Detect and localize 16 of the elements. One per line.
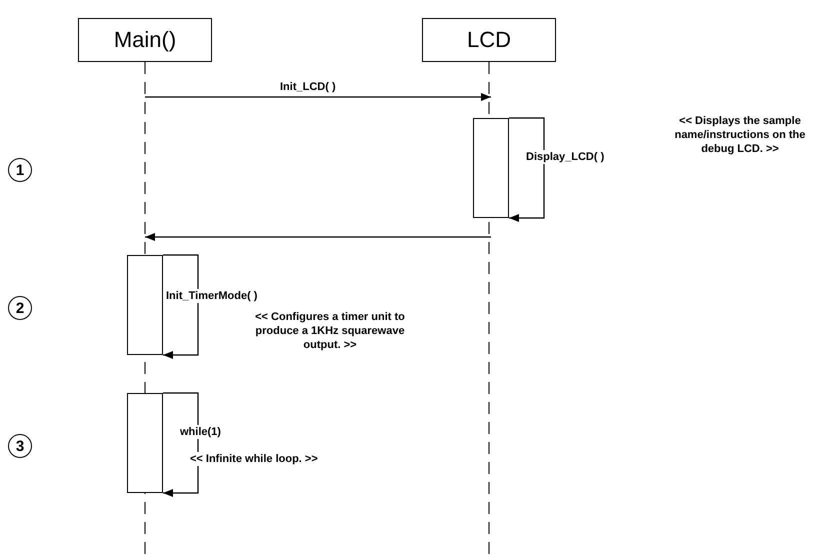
message-arrow — [145, 233, 491, 241]
edge-label: Init_LCD( ) — [278, 80, 338, 94]
activation-bar — [127, 255, 163, 355]
participant-box: Main() — [78, 18, 212, 62]
edge-label: Display_LCD( ) — [524, 150, 606, 164]
activation-bar — [127, 393, 163, 493]
step-number: 2 — [8, 296, 32, 320]
self-call-arrow — [163, 254, 199, 359]
step-number: 3 — [8, 434, 32, 458]
participant-box: LCD — [422, 18, 556, 62]
edge-label: while(1) — [178, 425, 223, 439]
message-arrow — [145, 93, 491, 101]
edge-label: Init_TimerMode( ) — [164, 289, 260, 303]
activation-bar — [473, 118, 509, 218]
step-number: 1 — [8, 158, 32, 182]
self-call-arrow — [509, 117, 545, 222]
